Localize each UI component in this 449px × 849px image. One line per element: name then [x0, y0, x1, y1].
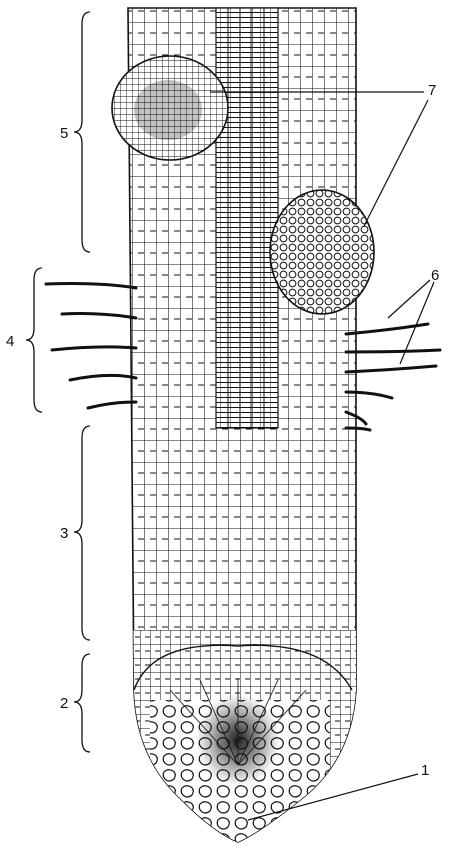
brace-zone-5	[74, 12, 90, 252]
label-1: 1	[421, 762, 429, 779]
vascular-cylinder	[216, 8, 278, 428]
label-2: 2	[60, 695, 68, 712]
brace-zone-4	[26, 268, 42, 412]
label-4: 4	[6, 333, 14, 350]
label-5: 5	[60, 125, 68, 142]
leader-7b	[364, 100, 428, 226]
lateral-root-primordium-upper	[112, 56, 228, 160]
lateral-root-primordium-lower	[270, 190, 374, 314]
label-7: 7	[428, 82, 436, 99]
label-3: 3	[60, 525, 68, 542]
leader-6a	[388, 280, 430, 318]
label-6: 6	[431, 267, 439, 284]
brace-zone-3	[74, 426, 90, 640]
brace-zone-2	[74, 654, 90, 752]
zone-braces	[26, 12, 90, 752]
